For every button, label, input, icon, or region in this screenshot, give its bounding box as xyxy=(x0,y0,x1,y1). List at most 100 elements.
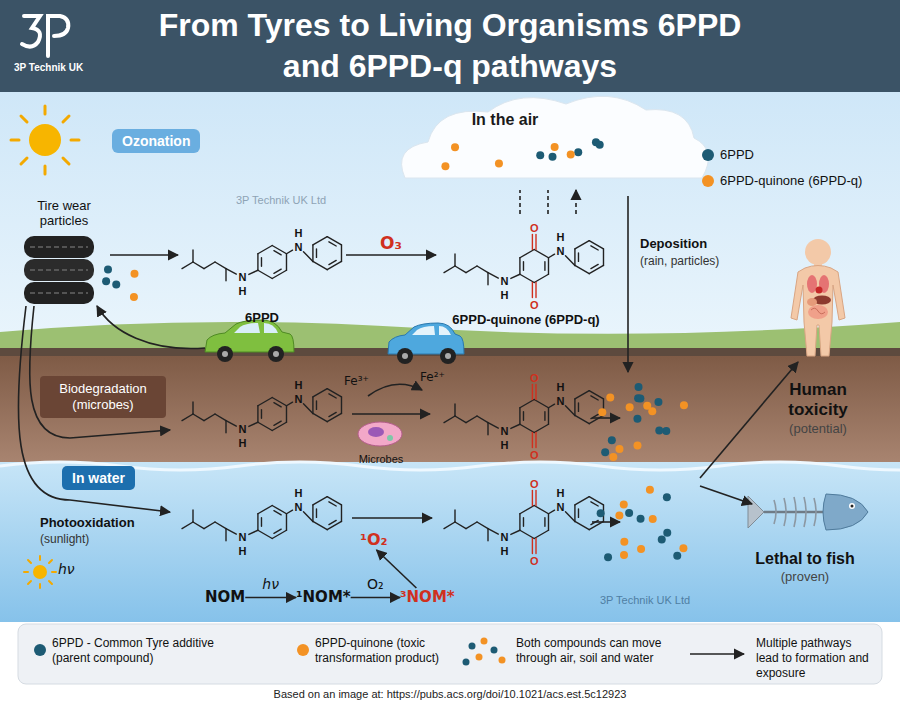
atom-label: N xyxy=(553,244,569,258)
bond-line xyxy=(548,514,549,531)
bond-line xyxy=(329,394,336,398)
bond-line xyxy=(286,250,292,254)
bond-line xyxy=(534,274,548,282)
bond-line xyxy=(523,412,524,420)
pathway-arrows xyxy=(700,486,752,504)
company-logo xyxy=(22,16,68,56)
bond-line xyxy=(589,521,603,529)
particle-dot xyxy=(574,148,582,156)
node-box: Biodegradation (microbes) xyxy=(40,376,166,418)
atom-label: N xyxy=(497,530,513,544)
particle-dot xyxy=(620,551,628,559)
bond-line xyxy=(444,522,455,529)
annotation-text: Photooxidation xyxy=(40,515,135,531)
background-bands xyxy=(0,0,900,684)
particle-dot xyxy=(655,426,663,434)
atom-label: H xyxy=(291,486,307,500)
ppd-structure xyxy=(182,497,341,541)
ppd-structure xyxy=(182,389,341,433)
bond-line xyxy=(589,265,603,273)
bond-line xyxy=(272,506,286,514)
watermark: 3P Technik UK Ltd xyxy=(600,594,690,607)
bond-line xyxy=(575,391,589,399)
bond-line xyxy=(215,262,226,269)
bond-line xyxy=(329,502,336,506)
particle-dot xyxy=(551,143,559,151)
atom-label: H xyxy=(553,380,569,394)
bond-line xyxy=(532,539,533,554)
atom-label: O xyxy=(526,298,542,312)
bond-line xyxy=(204,522,215,529)
particle-dot xyxy=(637,545,645,553)
legend-samples xyxy=(499,657,506,664)
particle-dot xyxy=(441,162,449,170)
bond-line xyxy=(249,530,258,534)
bond-line xyxy=(286,254,287,271)
bond-line xyxy=(249,422,258,426)
bond-line xyxy=(535,283,536,298)
bond-line xyxy=(520,400,534,408)
node-text: Microbes xyxy=(345,453,417,466)
particle-dot xyxy=(648,407,656,415)
legend-samples xyxy=(690,653,744,655)
node-text: In water xyxy=(72,469,125,487)
node-text: Human toxicity xyxy=(768,380,868,420)
bond-line xyxy=(327,497,341,505)
bond-line xyxy=(589,241,603,249)
atom-label: O xyxy=(526,554,542,568)
bond-line xyxy=(519,408,520,425)
bond-line xyxy=(215,522,226,529)
bond-line xyxy=(511,530,520,534)
background-bands xyxy=(0,0,900,92)
bond-line xyxy=(487,423,488,435)
sun xyxy=(11,106,79,174)
bond-line xyxy=(591,396,598,400)
bond-line xyxy=(327,521,341,529)
atom-label: N xyxy=(553,500,569,514)
bond-line xyxy=(534,250,548,258)
bond-line xyxy=(477,522,488,529)
bond-line xyxy=(272,422,286,430)
blue-car xyxy=(388,323,464,354)
bond-line xyxy=(312,505,313,522)
bond-line xyxy=(544,412,545,420)
bond-line xyxy=(466,416,477,423)
sun xyxy=(11,106,79,174)
bond-line xyxy=(487,273,488,285)
bond-line xyxy=(286,514,287,531)
bond-line xyxy=(455,266,466,273)
pathway-arrows xyxy=(352,413,430,415)
watermark: 3P Technik UK Ltd xyxy=(236,194,326,207)
bond-line xyxy=(575,265,589,273)
legend-swatch xyxy=(702,175,714,187)
bond-line xyxy=(286,402,292,406)
particle-dot xyxy=(609,453,617,461)
atom-label: H xyxy=(291,378,307,392)
atom-label: O xyxy=(526,448,542,462)
legend-text: 6PPD xyxy=(720,147,754,163)
bond-line xyxy=(477,266,488,273)
bond-line xyxy=(532,283,533,298)
particle-dot xyxy=(596,141,604,149)
particle-dot xyxy=(615,445,623,453)
bond-line xyxy=(257,514,258,531)
human-figure xyxy=(811,308,825,314)
node-text: (proven) xyxy=(738,568,872,585)
bond-line xyxy=(261,258,262,266)
background-bands xyxy=(0,356,900,462)
bond-line xyxy=(534,400,548,408)
bond-line xyxy=(226,421,236,427)
bond-line xyxy=(591,264,598,268)
node-text: ¹O₂ xyxy=(360,530,388,550)
legend-swatch xyxy=(297,644,309,656)
fish-skeleton xyxy=(849,503,855,509)
bond-line xyxy=(532,433,533,448)
node-box: In water xyxy=(62,466,135,490)
bond-line xyxy=(535,491,536,506)
atom-label: H xyxy=(497,438,513,452)
bond-line xyxy=(313,413,327,421)
bond-line xyxy=(520,506,534,514)
annotation-text: Fe³⁺ xyxy=(344,374,369,389)
atom-label: O xyxy=(526,477,542,491)
blue-car xyxy=(402,353,408,359)
